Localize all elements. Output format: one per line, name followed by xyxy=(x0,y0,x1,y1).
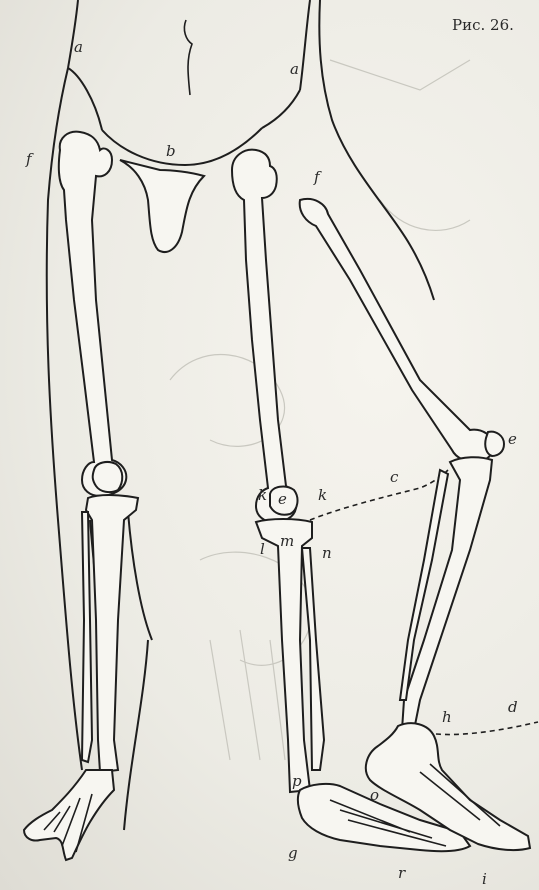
label-b: b xyxy=(166,144,176,159)
label-p: p xyxy=(292,774,302,789)
label-g: g xyxy=(288,846,298,861)
label-h: h xyxy=(442,710,452,725)
label-k-right: k xyxy=(318,488,327,503)
left-fibula-bone xyxy=(82,512,92,762)
right-femur-bone xyxy=(232,150,297,522)
label-a-left: a xyxy=(74,40,83,55)
label-e-patella-front: e xyxy=(278,492,287,507)
label-k-left: k xyxy=(258,488,267,503)
label-f-left: f xyxy=(26,152,32,167)
sacrum-bone xyxy=(120,160,204,252)
left-femur-bone xyxy=(59,132,127,496)
side-femur-bone xyxy=(300,199,494,462)
label-e-knee-side: e xyxy=(508,432,517,447)
side-patella-bone xyxy=(485,432,504,456)
left-leg xyxy=(24,132,138,860)
label-a-right: a xyxy=(290,62,299,77)
label-c: c xyxy=(390,470,398,485)
left-foot-bones xyxy=(24,770,114,860)
label-d: d xyxy=(508,700,518,715)
label-o: o xyxy=(370,788,379,803)
label-i: i xyxy=(482,872,487,887)
left-patella-bone xyxy=(93,462,123,492)
label-f-right: f xyxy=(314,170,320,185)
label-m: m xyxy=(280,534,294,549)
knee-joint-line xyxy=(310,470,448,520)
side-tibia-bone xyxy=(402,457,492,730)
label-l: l xyxy=(260,542,265,557)
figure-caption: Рис. 26. xyxy=(452,16,514,34)
right-fibula-bone xyxy=(302,548,324,770)
label-n: n xyxy=(322,546,332,561)
label-r: r xyxy=(398,866,405,881)
side-leg xyxy=(300,199,538,850)
